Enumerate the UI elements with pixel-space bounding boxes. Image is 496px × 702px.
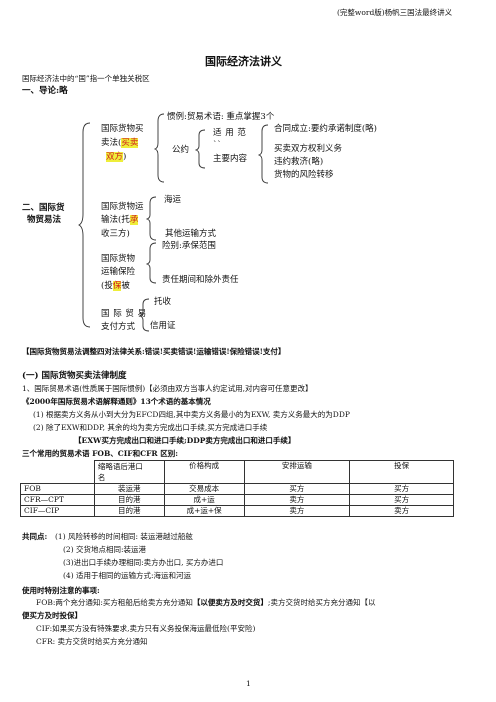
table-cell-port: 目的港 xyxy=(93,494,165,506)
table-cell-price: 成+运+保 xyxy=(163,505,245,517)
section-sale-heading: (一) 国际货物买卖法律制度 xyxy=(22,371,127,381)
table-header-price: 价格构成 xyxy=(163,460,245,484)
intro-line: 国际经济法中的“国”指一个单独关税区 xyxy=(22,74,150,83)
table-row: CIF—CIP 目的港 成+运+保 卖方 卖方 xyxy=(20,505,454,517)
transport-sea: 海运 xyxy=(164,195,182,205)
insurance-label-line3: (投保被 xyxy=(101,281,130,291)
cfr-note: CFR: 卖方交货时给买方充分通知 xyxy=(36,637,148,646)
scope-line2: `` xyxy=(213,140,222,150)
sale-convention: 公约 xyxy=(172,145,190,155)
table-cell-price: 成+运 xyxy=(163,494,245,506)
mindmap-root-line2: 物贸易法 xyxy=(27,215,62,225)
table-intro: 三个常用的贸易术语 FOB、CIF和CFR 区别: xyxy=(22,449,179,458)
sale-brace xyxy=(154,113,165,183)
transport-brace xyxy=(146,196,157,241)
common-point-2: (2) 交货地点相同:装运港 xyxy=(63,545,147,554)
transport-label-line2: 输法(托承 xyxy=(101,215,139,225)
main-content: 主要内容 xyxy=(213,154,248,164)
insurance-label-line2: 运输保险 xyxy=(101,267,136,277)
common-point-3: (3)进出口手续办理相同:卖方办出口, 买方办进口 xyxy=(63,558,224,567)
table-cell-port: 目的港 xyxy=(93,505,165,517)
table-header-port: 缩略语后港口名 xyxy=(93,460,165,484)
table-cell-transport: 卖方 xyxy=(243,494,351,506)
content-brace xyxy=(258,124,269,184)
common-point-1: (1) 风险转移的时间相同: 装运港越过船舷 xyxy=(55,532,193,541)
sale-label-line2: 卖法(买卖 xyxy=(101,138,139,148)
exw-ddp-note: 【EXW买方完成出口和进口手续;DDP卖方完成出口和进口手续】 xyxy=(74,436,296,445)
content-item-1: 合同成立:要约承诺制度(略) xyxy=(274,124,377,134)
convention-brace xyxy=(195,129,206,169)
content-item-3: 违约救济(略) xyxy=(274,157,324,167)
table-cell-price: 交易成本 xyxy=(163,483,245,495)
payment-label-line1: 国 际 贸 易 xyxy=(101,309,147,319)
sale-custom: 惯例:贸易术语: 重点掌握3个 xyxy=(167,112,275,122)
insurance-label-line1: 国际货物 xyxy=(101,254,136,264)
table-row: CFR—CPT 目的港 成+运 卖方 买方 xyxy=(20,494,454,506)
content-item-2: 买卖双方权利义务 xyxy=(274,144,343,154)
insurance-brace xyxy=(146,242,157,284)
table-cell-port: 装运港 xyxy=(93,483,165,495)
table-cell-insurance: 买方 xyxy=(349,483,454,495)
payment-collection: 托收 xyxy=(154,297,172,307)
terms-table: 缩略语后港口名 价格构成 安排运输 投保 FOB 装运港 交易成本 买方 买方 … xyxy=(20,460,454,517)
payment-brace xyxy=(139,298,150,332)
transport-label-line3: 收三方) xyxy=(101,229,130,239)
four-relations-summary: 【国际货物贸易法调整四对法律关系:错误!买卖错误!运输错误!保险错误!支付】 xyxy=(22,347,286,356)
page-header: (完整word版)杨帆三国法最终讲义 xyxy=(337,8,453,17)
table-row: FOB 装运港 交易成本 买方 买方 xyxy=(20,483,454,495)
page-title: 国际经济法讲义 xyxy=(205,55,282,68)
table-cell-insurance: 买方 xyxy=(349,494,454,506)
main-brace xyxy=(78,122,91,328)
notes-title: 使用时特别注意的事项: xyxy=(22,586,100,595)
fob-note-line2: 便买方及时投保】 xyxy=(22,611,82,620)
table-header-insurance: 投保 xyxy=(349,460,454,484)
incoterms-point-2: (2) 除了EXW和DDP, 其余的均为卖方完成出口手续,买方完成进口手续 xyxy=(33,423,268,432)
incoterms-note: 1、国际贸易术语(性质属于国际惯例)【必须由双方当事人约定试用,对内容可任意更改… xyxy=(22,384,313,393)
page-number: 1 xyxy=(246,679,251,688)
common-points-label: 共同点: xyxy=(22,532,48,541)
payment-label-line2: 支付方式 xyxy=(101,322,136,332)
transport-label-line1: 国际货物运 xyxy=(101,202,144,212)
table-cell-insurance: 卖方 xyxy=(349,505,454,517)
sale-label-line3: 双方) xyxy=(106,152,127,162)
cif-note: CIF:如果买方没有特殊要求,卖方只有义务投保海运最低险(平安险) xyxy=(36,624,256,633)
table-corner-cell xyxy=(20,460,95,484)
table-cell-term: CFR—CPT xyxy=(20,494,95,506)
table-cell-term: FOB xyxy=(20,483,95,495)
table-header-transport: 安排运输 xyxy=(243,460,351,484)
table-cell-term: CIF—CIP xyxy=(20,505,95,517)
transport-other: 其他运输方式 xyxy=(165,229,217,239)
scope-line1: 适 用 范 xyxy=(213,128,247,138)
section-1-heading: 一、导论:略 xyxy=(22,86,68,96)
insurance-liability: 责任期间和除外责任 xyxy=(162,275,239,285)
sale-label-line1: 国际货物买 xyxy=(101,124,144,134)
fob-note-line1: FOB:两个充分通知:买方租船后给卖方充分通知【以便卖方及时交货】;卖方交货时给… xyxy=(36,598,376,607)
payment-lc: 信用证 xyxy=(150,321,176,331)
insurance-coverage: 险别:承保范围 xyxy=(162,241,216,251)
incoterms-point-1: (1) 根据卖方义务从小到大分为EFCD四组,其中卖方义务最小的为EXW, 卖方… xyxy=(33,410,350,419)
mindmap-root-line1: 二、国际货 xyxy=(22,203,65,213)
content-item-4: 货物的风险转移 xyxy=(274,170,334,180)
table-cell-transport: 卖方 xyxy=(243,505,351,517)
common-point-4: (4) 适用于相同的运输方式:海运和河运 xyxy=(63,571,192,580)
table-cell-transport: 买方 xyxy=(243,483,351,495)
incoterms-2000-heading: 《2000年国际贸易术语解释通则》13个术语的基本情况 xyxy=(22,397,211,406)
table-header-row: 缩略语后港口名 价格构成 安排运输 投保 xyxy=(20,460,454,484)
